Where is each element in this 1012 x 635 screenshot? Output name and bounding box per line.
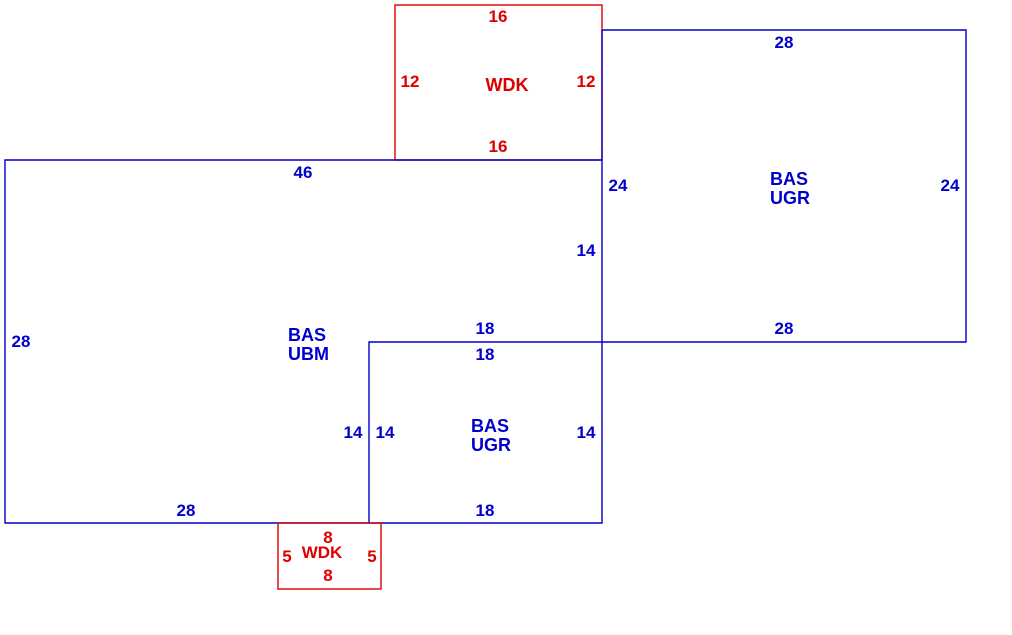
bas-ubm-dim-top: 46 — [294, 163, 313, 182]
bas-ugr-upper-dim-right: 24 — [941, 176, 960, 195]
wdk-top-dim-left: 12 — [401, 72, 420, 91]
wdk-top-group: 16 12 12 16 WDK — [401, 7, 596, 156]
bas-ubm-dim-right-upper: 14 — [577, 241, 596, 260]
outlines — [4, 4, 967, 590]
bas-ubm-outline — [4, 159, 602, 524]
wdk-bottom-code: WDK — [302, 543, 343, 562]
bas-ugr-lower-dim-top: 18 — [476, 345, 495, 364]
bas-ubm-subcode: UBM — [288, 344, 329, 364]
bas-ubm-group: 46 28 14 18 14 28 BAS UBM — [12, 163, 596, 520]
bas-ugr-lower-dim-bottom: 18 — [476, 501, 495, 520]
wdk-top-dim-top: 16 — [489, 7, 508, 26]
bas-ubm-dim-inner-top: 18 — [476, 319, 495, 338]
wdk-bottom-dim-top: 8 — [323, 528, 332, 547]
bas-ugr-upper-code: BAS — [770, 169, 808, 189]
wdk-top-dim-bottom: 16 — [489, 137, 508, 156]
bas-ubm-dim-inner-left: 14 — [344, 423, 363, 442]
bas-ugr-lower-subcode: UGR — [471, 435, 511, 455]
bas-ugr-lower-dim-left: 14 — [376, 423, 395, 442]
bas-ubm-dim-left: 28 — [12, 332, 31, 351]
wdk-bottom-outline — [277, 522, 382, 590]
wdk-bottom-dim-bottom: 8 — [323, 566, 332, 585]
bas-ugr-upper-dim-bottom: 28 — [775, 319, 794, 338]
bas-ugr-upper-group: 28 24 24 28 BAS UGR — [609, 33, 960, 338]
bas-ubm-code: BAS — [288, 325, 326, 345]
wdk-bottom-dim-right: 5 — [367, 547, 376, 566]
bas-ugr-upper-outline — [602, 29, 967, 343]
bas-ugr-upper-dim-left: 24 — [609, 176, 628, 195]
wdk-top-dim-right: 12 — [577, 72, 596, 91]
wdk-bottom-dim-left: 5 — [282, 547, 291, 566]
bas-ugr-lower-group: 18 14 14 18 BAS UGR — [376, 345, 596, 520]
wdk-bottom-group: 8 5 5 8 WDK — [282, 528, 376, 585]
bas-ubm-dim-bottom: 28 — [177, 501, 196, 520]
wdk-top-code: WDK — [486, 75, 529, 95]
bas-ugr-upper-dim-top: 28 — [775, 33, 794, 52]
bas-ugr-lower-code: BAS — [471, 416, 509, 436]
bas-ugr-lower-dim-right: 14 — [577, 423, 596, 442]
bas-ugr-upper-subcode: UGR — [770, 188, 810, 208]
bas-ugr-lower-outline — [369, 342, 603, 524]
